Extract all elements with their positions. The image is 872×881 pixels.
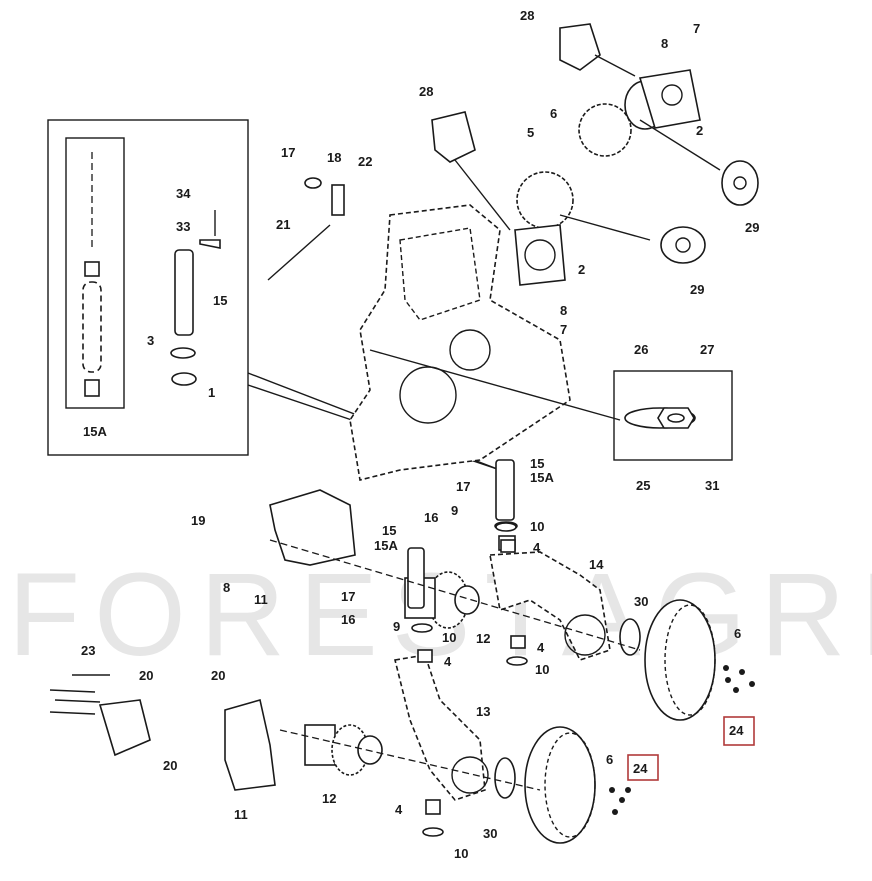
callout-15A-c: 15A (374, 538, 398, 553)
highlight-box-24-upper (723, 716, 755, 746)
cylinder-15-main (495, 459, 515, 521)
callout-12-b: 12 (322, 791, 336, 806)
callout-14: 14 (589, 557, 604, 572)
callout-30-b: 30 (483, 826, 497, 841)
callout-4-b: 4 (444, 654, 452, 669)
callout-15-b: 15 (530, 456, 544, 471)
inset-box (47, 119, 249, 456)
motor-12-lower (304, 724, 383, 776)
callout-29: 29 (745, 220, 759, 235)
callout-15A-inset: 15A (83, 424, 107, 439)
callout-1: 1 (208, 385, 215, 400)
callout-20: 20 (139, 668, 153, 683)
callout-30: 30 (634, 594, 648, 609)
flange-30-upper (619, 618, 641, 656)
callout-4-d: 4 (395, 802, 403, 817)
flange-30-lower (494, 757, 516, 799)
callout-18: 18 (327, 150, 341, 165)
callout-7: 7 (693, 21, 700, 36)
callout-17-c: 17 (341, 589, 355, 604)
callout-15: 15 (213, 293, 227, 308)
gasket-28-top (559, 23, 601, 71)
cylinder-15-lower (407, 547, 425, 609)
callout-16-b: 16 (341, 612, 355, 627)
cylinder-15-inset (170, 210, 221, 386)
gear-hub-middle (514, 171, 574, 286)
callout-12: 12 (476, 631, 490, 646)
bolts-left (49, 674, 110, 715)
callout-4: 4 (533, 540, 541, 555)
callout-10-b: 10 (442, 630, 456, 645)
callout-6: 6 (550, 106, 557, 121)
callout-26: 26 (634, 342, 648, 357)
bracket-20 (98, 699, 151, 757)
callout-10: 10 (530, 519, 544, 534)
highlight-box-24-lower (627, 754, 659, 781)
callout-15A-b: 15A (530, 470, 554, 485)
gasket-28-middle (431, 111, 476, 163)
rod-21 (267, 224, 331, 281)
callout-19: 19 (191, 513, 205, 528)
callout-20-b: 20 (211, 668, 225, 683)
callout-16: 16 (424, 510, 438, 525)
pin-22 (331, 184, 345, 216)
flange-29-middle (660, 226, 706, 264)
callout-17: 17 (281, 145, 295, 160)
axle-arm-14 (489, 551, 611, 661)
callout-24: 24 (729, 723, 744, 738)
callout-8-b: 8 (560, 303, 567, 318)
gear-hub-top (578, 69, 701, 157)
bolts-24-upper (723, 665, 755, 693)
callout-31: 31 (705, 478, 719, 493)
detail-box (613, 370, 733, 461)
callout-11-b: 11 (234, 807, 248, 822)
wheel-upper (644, 599, 716, 721)
fender-11-upper (269, 489, 356, 566)
callout-23: 23 (81, 643, 95, 658)
callout-28-b: 28 (419, 84, 433, 99)
fender-11-lower (224, 698, 276, 791)
axle-arm-13 (394, 654, 489, 801)
inset-inner-box (65, 137, 125, 409)
callout-9-b: 9 (393, 619, 400, 634)
inset-cylinder-15A (82, 152, 102, 397)
callout-27: 27 (700, 342, 714, 357)
callout-20-c: 20 (163, 758, 177, 773)
callout-2-b: 2 (578, 262, 585, 277)
callout-6-c: 6 (606, 752, 613, 767)
detail-nut (624, 407, 696, 429)
callout-11: 11 (254, 592, 268, 607)
callout-8: 8 (661, 36, 668, 51)
flange-29-top (721, 160, 759, 206)
chassis-frame (349, 204, 621, 481)
callout-17-b: 17 (456, 479, 470, 494)
callout-4-c: 4 (537, 640, 545, 655)
callout-28: 28 (520, 8, 534, 23)
callout-5: 5 (527, 125, 534, 140)
callout-8-c: 8 (223, 580, 230, 595)
bolts-24-lower (609, 787, 631, 815)
callout-10-d: 10 (454, 846, 468, 861)
callout-29-b: 29 (690, 282, 704, 297)
callout-33: 33 (176, 219, 190, 234)
callout-22: 22 (358, 154, 372, 169)
callout-34: 34 (176, 186, 191, 201)
callout-10-c: 10 (535, 662, 549, 677)
callout-15-c: 15 (382, 523, 396, 538)
callout-21: 21 (276, 217, 290, 232)
callout-9: 9 (451, 503, 458, 518)
washer-18 (304, 177, 322, 189)
callout-2: 2 (696, 123, 703, 138)
callout-24-b: 24 (633, 761, 648, 776)
motor-12-upper (404, 571, 480, 629)
callout-25: 25 (636, 478, 650, 493)
wheel-lower (524, 726, 596, 844)
callout-3: 3 (147, 333, 154, 348)
callout-13: 13 (476, 704, 490, 719)
callout-6-b: 6 (734, 626, 741, 641)
callout-7-b: 7 (560, 322, 567, 337)
